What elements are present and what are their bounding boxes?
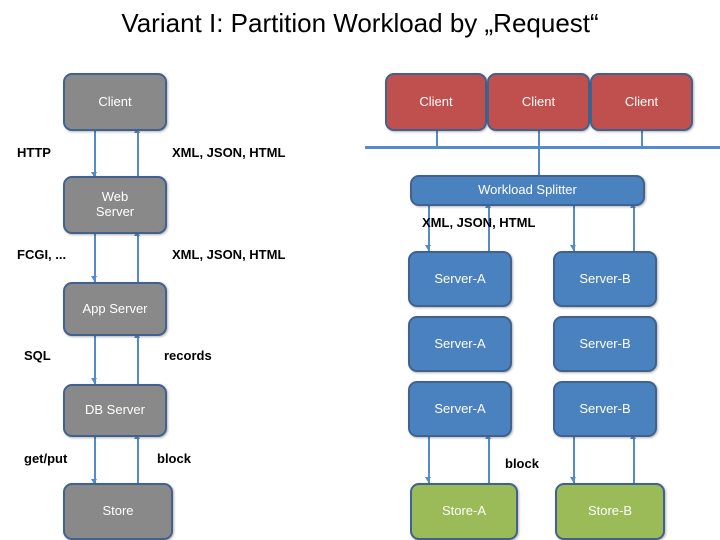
node-server-a-3[interactable]: Server-A — [408, 381, 512, 437]
edge-label-xml-json-html-2: XML, JSON, HTML — [172, 247, 286, 262]
node-app-server-label: App Server — [82, 300, 148, 316]
arrow-splitter-to-server-b1 — [570, 245, 576, 250]
connector-store-to-db — [137, 437, 139, 485]
edge-label-block-right: block — [505, 456, 539, 471]
node-server-a-2[interactable]: Server-A — [408, 316, 512, 372]
node-store-b-label: Store-B — [587, 503, 633, 519]
edge-label-http: HTTP — [17, 145, 51, 160]
arrow-server-a3-to-store-a — [425, 477, 431, 482]
node-client[interactable]: Client — [63, 73, 167, 131]
edge-label-xml-json-html-1: XML, JSON, HTML — [172, 145, 286, 160]
node-workload-splitter[interactable]: Workload Splitter — [410, 175, 645, 206]
node-workload-splitter-label: Workload Splitter — [478, 182, 577, 198]
arrow-client-to-web — [91, 172, 97, 177]
edge-label-get-put: get/put — [24, 451, 68, 466]
node-server-b-1[interactable]: Server-B — [553, 251, 657, 307]
connector-bus-to-splitter — [538, 146, 540, 177]
connector-client-bus — [365, 146, 720, 149]
node-web-server-label-line1: Web — [101, 189, 129, 205]
page-title: Variant I: Partition Workload by „Reques… — [121, 8, 599, 38]
node-db-server[interactable]: DB Server — [63, 384, 167, 437]
edge-label-records: records — [164, 348, 212, 363]
connector-client-1-to-bus — [436, 131, 438, 148]
arrow-server-b3-to-store-b — [570, 477, 576, 482]
node-web-server[interactable]: Web Server — [63, 176, 167, 234]
edge-label-sql: SQL — [24, 348, 51, 363]
node-store[interactable]: Store — [63, 483, 173, 540]
node-server-b-1-label: Server-B — [579, 270, 631, 286]
node-store-a[interactable]: Store-A — [410, 483, 518, 540]
node-server-b-3[interactable]: Server-B — [553, 381, 657, 437]
node-server-a-3-label: Server-A — [434, 400, 486, 416]
node-client-1-label: Client — [419, 93, 453, 109]
node-client-1[interactable]: Client — [385, 73, 487, 131]
connector-server-a1-to-splitter — [488, 206, 490, 251]
arrow-app-to-db — [91, 378, 97, 383]
node-web-server-label-line2: Server — [95, 204, 135, 219]
connector-db-to-app — [137, 336, 139, 384]
connector-store-a-to-server-a3 — [488, 437, 490, 483]
node-server-b-3-label: Server-B — [579, 400, 631, 416]
connector-client-3-to-bus — [641, 131, 643, 148]
connector-app-to-web — [137, 234, 139, 282]
node-server-a-1[interactable]: Server-A — [408, 251, 512, 307]
connector-web-to-app — [94, 234, 96, 282]
node-client-label: Client — [98, 93, 132, 109]
connector-server-b3-to-store-b — [573, 437, 575, 483]
node-store-label: Store — [102, 503, 134, 519]
connector-client-to-web — [94, 131, 96, 178]
connector-server-b1-to-splitter — [633, 206, 635, 251]
connector-db-to-store — [94, 437, 96, 485]
connector-store-b-to-server-b3 — [633, 437, 635, 483]
edge-label-xml-json-html-right: XML, JSON, HTML — [422, 215, 536, 230]
arrow-db-to-store — [91, 479, 97, 484]
node-server-b-2-label: Server-B — [579, 335, 631, 351]
node-server-a-1-label: Server-A — [434, 270, 486, 286]
node-db-server-label: DB Server — [85, 402, 145, 418]
node-web-server-label: Web Server — [96, 190, 134, 219]
node-client-3-label: Client — [624, 93, 659, 109]
connector-splitter-to-server-a1 — [428, 206, 430, 251]
connector-splitter-to-server-b1 — [573, 206, 575, 251]
node-client-2-label: Client — [521, 93, 556, 109]
arrow-web-to-app — [91, 276, 97, 281]
connector-client-2-to-bus — [538, 131, 540, 148]
edge-label-fcgi: FCGI, ... — [17, 247, 67, 262]
arrow-splitter-to-server-a1 — [425, 245, 431, 250]
connector-server-a3-to-store-a — [428, 437, 430, 483]
node-app-server[interactable]: App Server — [63, 282, 167, 336]
node-server-a-2-label: Server-A — [434, 335, 486, 351]
connector-web-to-client — [137, 131, 139, 178]
node-store-b[interactable]: Store-B — [555, 483, 665, 540]
node-server-b-2[interactable]: Server-B — [553, 316, 657, 372]
edge-label-block-left: block — [157, 451, 191, 466]
connector-app-to-db — [94, 336, 96, 384]
node-store-a-label: Store-A — [441, 503, 487, 519]
node-client-2[interactable]: Client — [487, 73, 590, 131]
node-client-3[interactable]: Client — [590, 73, 693, 131]
